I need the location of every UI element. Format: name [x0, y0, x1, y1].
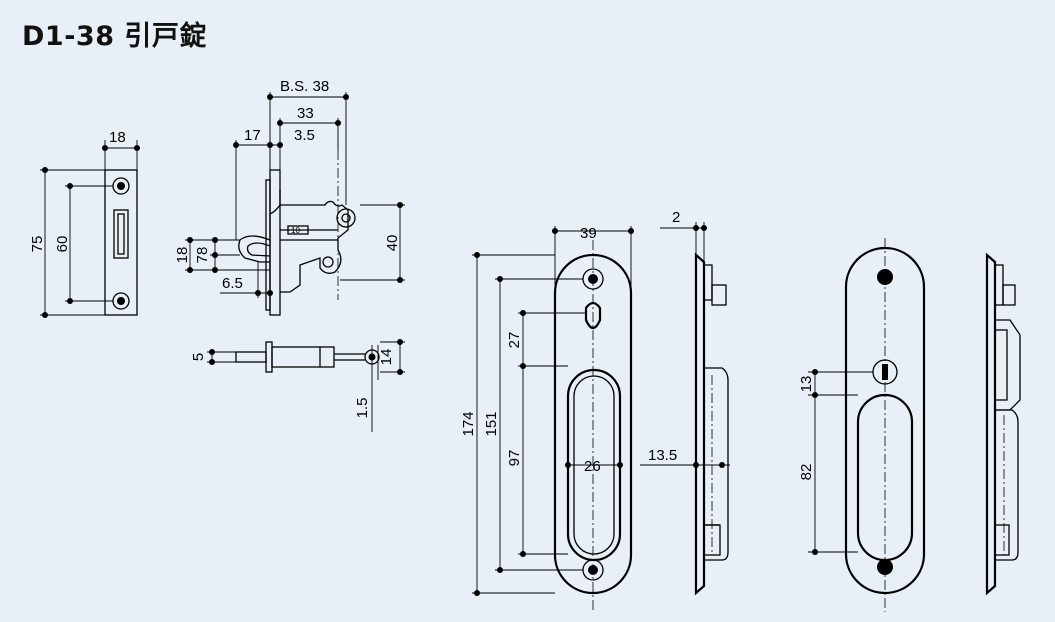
strike-plate-front: [40, 140, 140, 318]
dim-33: 33: [297, 105, 314, 122]
dim-151: 151: [483, 411, 500, 436]
dim-strike-hole-pitch: 60: [54, 236, 71, 253]
page-title: D1-38 引戸錠: [22, 21, 207, 52]
case-mark: 10: [291, 226, 300, 235]
turn-plate-side: [985, 252, 1021, 596]
dim-13-5: 13.5: [648, 447, 677, 464]
dim-97: 97: [506, 450, 523, 467]
lock-body-side: [185, 92, 405, 316]
dim-strike-height: 75: [29, 236, 46, 253]
strike-pin-side: [207, 339, 405, 432]
dim-1-5: 1.5: [354, 398, 371, 419]
dim-40: 40: [384, 235, 401, 252]
dim-13: 13: [798, 376, 815, 393]
dim-5: 5: [190, 353, 207, 361]
dim-plate-thickness: 2: [672, 209, 680, 226]
dim-174: 174: [460, 411, 477, 436]
pull-plate-side: [640, 222, 730, 596]
dim-strike-width: 18: [109, 129, 126, 146]
dim-backset: B.S. 38: [280, 78, 329, 95]
pull-plate-front-turn: [808, 238, 926, 612]
dim-17: 17: [244, 127, 261, 144]
dim-plate-width: 39: [580, 225, 597, 242]
pull-plate-front-key: [472, 226, 634, 612]
dim-14: 14: [378, 349, 395, 366]
dim-26: 26: [584, 458, 601, 475]
dim-27: 27: [506, 332, 523, 349]
dim-6-5: 6.5: [222, 275, 243, 292]
dim-82: 82: [798, 464, 815, 481]
dim-18-lock: 18: [174, 247, 191, 264]
dim-3-5: 3.5: [294, 127, 315, 144]
dim-7-8: 78: [194, 247, 211, 264]
